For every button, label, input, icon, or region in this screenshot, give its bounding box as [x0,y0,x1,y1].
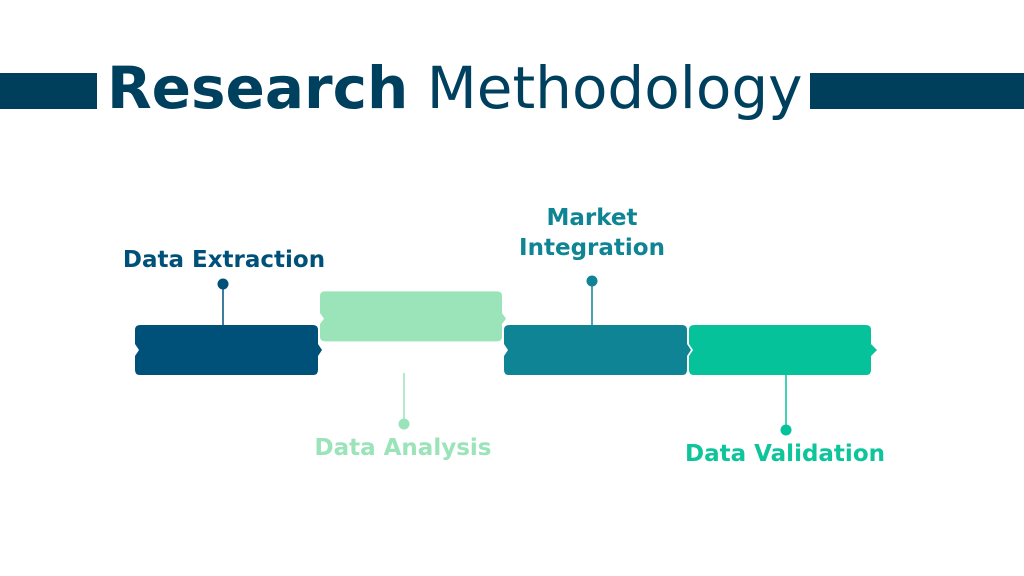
title-bold-word: Research [107,54,409,122]
step-segment-extraction [135,325,322,375]
dot-analysis [398,418,410,430]
step-segment-analysis [320,291,506,342]
step-label-market: Market Integration [472,203,712,263]
dot-validation [780,424,792,436]
step-segment-market [504,325,691,375]
title-light-word: Methodology [426,54,803,122]
step-label-market-line2: Integration [519,235,665,261]
step-label-validation: Data Validation [684,441,885,467]
page-title: Research Methodology [107,48,802,128]
step-label-market-line1: Market [546,205,638,231]
step-label-analysis: Data Analysis [314,435,492,461]
dot-market [586,275,598,287]
header-bar-left [0,73,97,109]
step-segment-validation [689,325,877,375]
dot-extraction [217,278,229,290]
header-bar-right [810,73,1024,109]
step-label-extraction: Data Extraction [122,247,326,273]
